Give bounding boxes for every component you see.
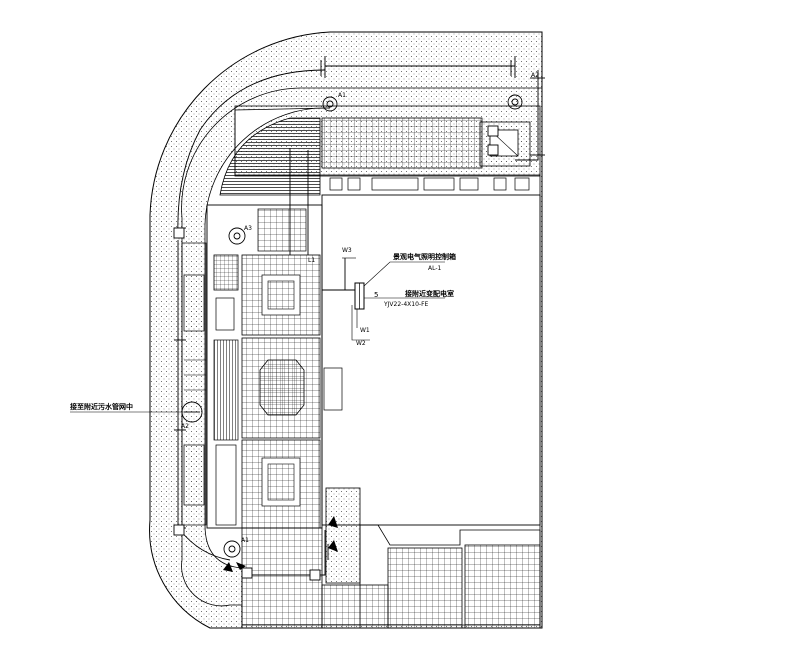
fixture-tag-a1-top: A1 (338, 92, 346, 99)
left-planters (181, 242, 207, 526)
light-fixture-a1-top (322, 96, 338, 112)
circuit-l1: L1 (308, 257, 316, 264)
lighting-box-title: 景观电气照明控制箱 (393, 253, 456, 261)
light-fixture-a3 (228, 227, 246, 245)
circuit-w3: W3 (342, 247, 352, 254)
fixture-tag-a2-right: A2 (531, 72, 539, 79)
circuit-w1: W1 (360, 327, 370, 334)
distribution-box (354, 282, 365, 310)
top-structure (219, 105, 541, 196)
uplight-triangles (223, 516, 338, 572)
junction-boxes (173, 125, 499, 581)
power-source-title: 接附近变配电室 (405, 290, 454, 298)
lighting-box-code: AL-1 (428, 265, 442, 272)
power-source-cable: YJV22-4X10-FE (384, 301, 429, 308)
light-fixture-a1-bottom (223, 540, 241, 558)
fixture-tag-a3: A3 (244, 225, 252, 232)
wiring-routes (177, 65, 539, 576)
light-fixture-a2-right (507, 94, 523, 110)
fixture-tag-a2-left: A2 (181, 423, 189, 430)
pump-text: 接至附近污水管网中 (70, 403, 133, 411)
circuit-5: 5 (374, 291, 379, 299)
light-fixtures (181, 94, 523, 558)
circuit-w2: W2 (356, 340, 366, 347)
pump-symbol (181, 401, 203, 423)
leader-lines (70, 257, 445, 413)
bottom-area (241, 487, 541, 629)
fixture-tag-a1-bottom: A1 (241, 537, 249, 544)
